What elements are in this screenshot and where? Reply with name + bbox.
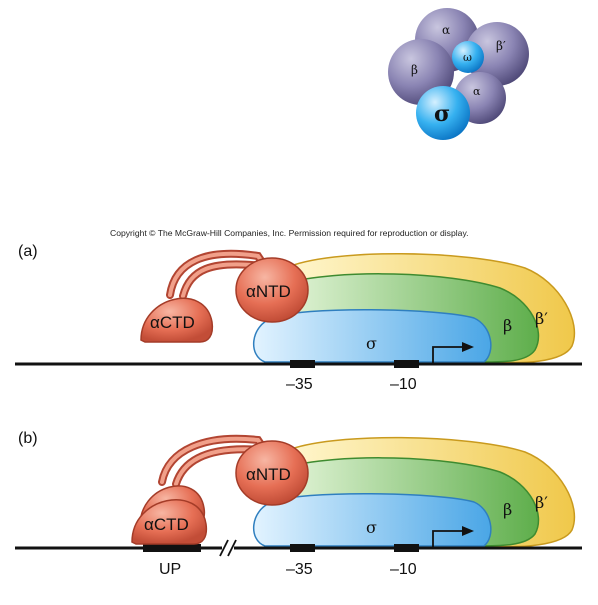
beta-label-b: β xyxy=(503,500,512,519)
alpha-ctd xyxy=(140,297,214,343)
antd-label: αNTD xyxy=(246,282,291,301)
beta-prime-label-b: β′ xyxy=(535,493,548,512)
transcription-start-arrow xyxy=(432,530,462,547)
panel-b: (b) αCTD αNTD σ β β′ UP –35 –10 xyxy=(15,430,582,578)
sigma-label: σ xyxy=(366,518,377,537)
polymerase-inset: α β′ ω β α σ xyxy=(388,8,529,140)
alpha-ntd xyxy=(235,257,309,323)
panel-a: (a) αCTD αNTD σ β β′ –35 –10 xyxy=(15,243,582,393)
sigma-shape xyxy=(252,492,492,547)
minus35-label: –35 xyxy=(286,561,313,578)
beta-prime-subunit xyxy=(465,22,529,86)
sigma-label: σ xyxy=(366,334,377,353)
panel-b-tag: (b) xyxy=(18,430,38,447)
transcription-start-arrow xyxy=(432,346,462,363)
sigma-subunit xyxy=(416,86,470,140)
sigma-inset-label: σ xyxy=(434,101,450,127)
omega-label: ω xyxy=(463,51,472,64)
beta-prime-label: β′ xyxy=(496,39,506,53)
sigma-shape xyxy=(252,308,492,363)
beta-label-a: β xyxy=(503,316,512,335)
alpha-ctd xyxy=(131,499,208,545)
alpha-linker-inner xyxy=(168,251,264,297)
minus10-label: –10 xyxy=(390,561,417,578)
antd-label: αNTD xyxy=(246,465,291,484)
up-label: UP xyxy=(159,561,181,578)
dna-break-gap xyxy=(222,538,234,558)
arrow-head xyxy=(462,526,474,536)
beta-prime-label-a: β′ xyxy=(535,309,548,328)
minus35-element xyxy=(290,544,315,552)
minus10-label: –10 xyxy=(390,376,417,393)
beta-label: β xyxy=(411,63,418,77)
alpha-ntd xyxy=(235,440,309,506)
minus35-label: –35 xyxy=(286,376,313,393)
copyright-notice: Copyright © The McGraw-Hill Companies, I… xyxy=(110,228,469,238)
panel-a-tag: (a) xyxy=(18,243,38,260)
dna-break-slash-2 xyxy=(227,539,237,557)
omega-subunit xyxy=(452,41,484,73)
actd-label: αCTD xyxy=(144,515,189,534)
arrow-head xyxy=(462,342,474,352)
alpha-linker2-inner xyxy=(181,262,264,298)
up-element xyxy=(143,544,201,552)
alpha-linker-inner xyxy=(160,436,264,484)
minus35-element xyxy=(290,360,315,368)
dna-break-slash-1 xyxy=(219,539,229,557)
minus10-element xyxy=(394,544,419,552)
minus10-element xyxy=(394,360,419,368)
alpha-right-label: α xyxy=(473,85,481,98)
actd-label: αCTD xyxy=(150,313,195,332)
alpha-top-label: α xyxy=(442,23,450,37)
